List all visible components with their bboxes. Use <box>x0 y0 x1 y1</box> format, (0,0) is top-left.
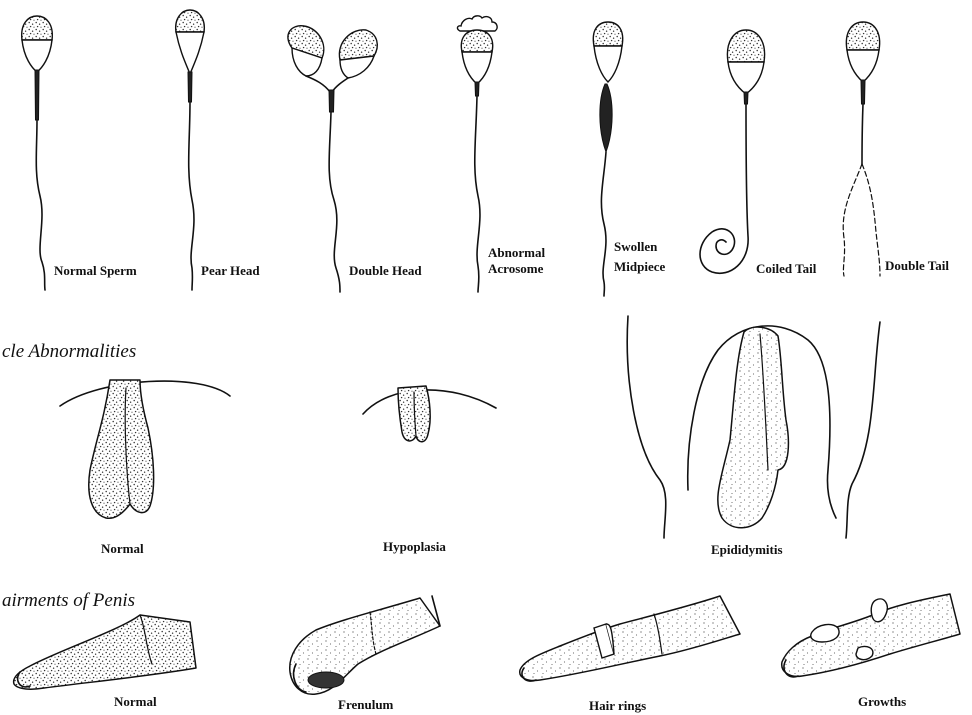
penis-normal: Normal <box>14 615 196 709</box>
section-title-testicle: cle Abnormalities <box>2 341 136 362</box>
label-abnormal-acrosome-line2: Acrosome <box>488 261 544 276</box>
label-swollen-midpiece-line2: Midpiece <box>614 259 665 274</box>
label-penis-normal: Normal <box>114 694 157 709</box>
label-penis-hair-rings: Hair rings <box>589 698 646 713</box>
sperm-double-head: Double Head <box>288 26 422 292</box>
sperm-pear-head: Pear Head <box>176 10 261 290</box>
label-double-tail: Double Tail <box>885 258 949 273</box>
section-title-penis: airments of Penis <box>2 590 135 611</box>
penis-hair-rings: Hair rings <box>520 596 740 713</box>
label-testicle-normal: Normal <box>101 541 144 556</box>
sperm-normal: Normal Sperm <box>22 16 137 290</box>
label-swollen-midpiece-line1: Swollen <box>614 239 658 254</box>
sperm-double-tail: Double Tail <box>843 22 949 276</box>
label-testicle-epididymitis: Epididymitis <box>711 542 783 557</box>
label-penis-growths: Growths <box>858 694 906 709</box>
testicle-hypoplasia: Hypoplasia <box>363 386 496 554</box>
sperm-coiled-tail: Coiled Tail <box>700 30 817 276</box>
label-abnormal-acrosome-line1: Abnormal <box>488 245 545 260</box>
label-penis-frenulum: Frenulum <box>338 697 394 712</box>
sperm-abnormal-acrosome: Abnormal Acrosome <box>457 16 545 292</box>
label-normal-sperm: Normal Sperm <box>54 263 137 278</box>
label-pear-head: Pear Head <box>201 263 260 278</box>
penis-frenulum: Frenulum <box>290 596 440 712</box>
label-coiled-tail: Coiled Tail <box>756 261 817 276</box>
sperm-swollen-midpiece: Swollen Midpiece <box>593 22 665 296</box>
label-double-head: Double Head <box>349 263 422 278</box>
label-testicle-hypoplasia: Hypoplasia <box>383 539 446 554</box>
testicle-epididymitis: Epididymitis <box>627 316 880 557</box>
testicle-normal: Normal <box>60 380 230 556</box>
penis-growths: Growths <box>782 594 960 709</box>
